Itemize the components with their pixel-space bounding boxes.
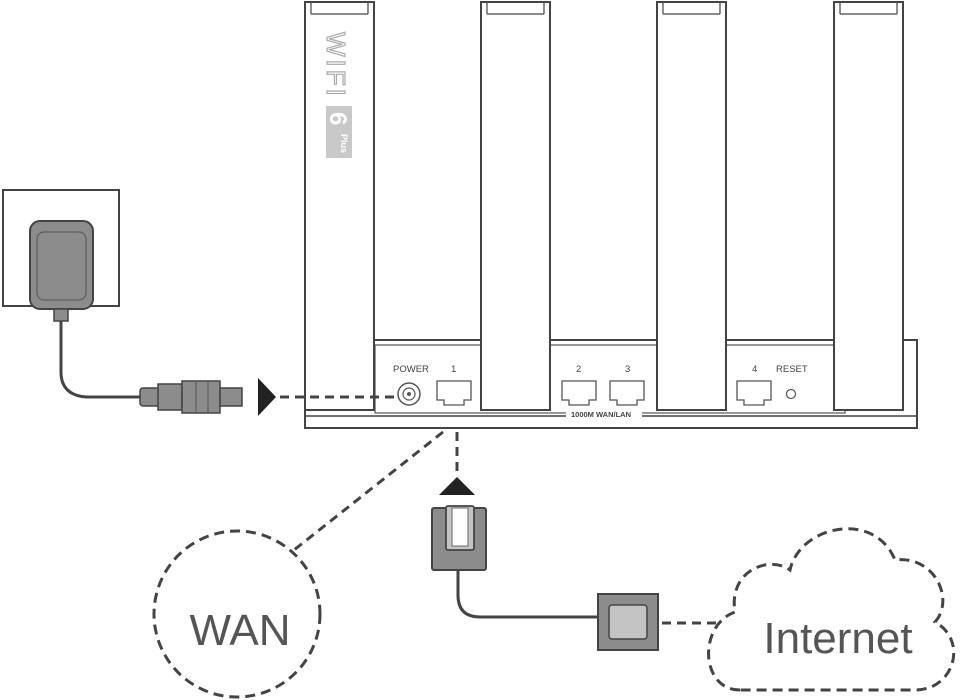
ethernet-cable	[456, 570, 598, 619]
ethernet-ports	[436, 380, 772, 406]
ethernet-port-4	[736, 380, 772, 406]
wan-label-dash	[293, 430, 444, 552]
logo-badge-suffix: Plus	[339, 134, 349, 153]
arrow-to-wan-icon	[439, 477, 475, 495]
antenna-3	[656, 1, 727, 411]
power-jack	[397, 382, 421, 406]
power-port-label: POWER	[393, 364, 429, 375]
power-adapter-icon	[29, 220, 94, 322]
internet-label: Internet	[763, 614, 912, 663]
ethernet-port-3	[609, 380, 645, 406]
dc-plug-icon	[139, 380, 243, 414]
antennas	[304, 1, 904, 411]
port-group-label: 1000M WAN/LAN	[571, 410, 631, 419]
arrow-to-power-icon	[258, 378, 276, 416]
wan-bubble	[152, 529, 322, 699]
antenna-2	[480, 1, 551, 411]
logo-badge-number: 6	[324, 112, 351, 125]
ethernet-port-2	[561, 380, 597, 406]
port-3-label: 3	[625, 364, 630, 375]
ethernet-port-1	[436, 380, 472, 406]
antenna-4	[833, 1, 904, 411]
logo-wifi-text: WIFI	[321, 32, 351, 99]
network-socket-icon	[597, 593, 659, 651]
antenna-1	[304, 1, 375, 411]
ethernet-plug-icon	[431, 505, 487, 571]
port-labels: POWER 1 2 3 4 RESET 1000M WAN/LAN	[393, 364, 808, 419]
reset-hole	[785, 388, 797, 400]
port-1-label: 1	[451, 364, 456, 375]
wifi6-logo: WIFI 6 Plus	[320, 31, 352, 158]
reset-label: RESET	[776, 364, 808, 375]
port-4-label: 4	[752, 364, 757, 375]
logo-badge	[326, 106, 352, 158]
port-2-label: 2	[576, 364, 581, 375]
cloud-icon	[707, 527, 956, 692]
power-cable	[59, 321, 140, 399]
wan-label: WAN	[189, 606, 290, 655]
